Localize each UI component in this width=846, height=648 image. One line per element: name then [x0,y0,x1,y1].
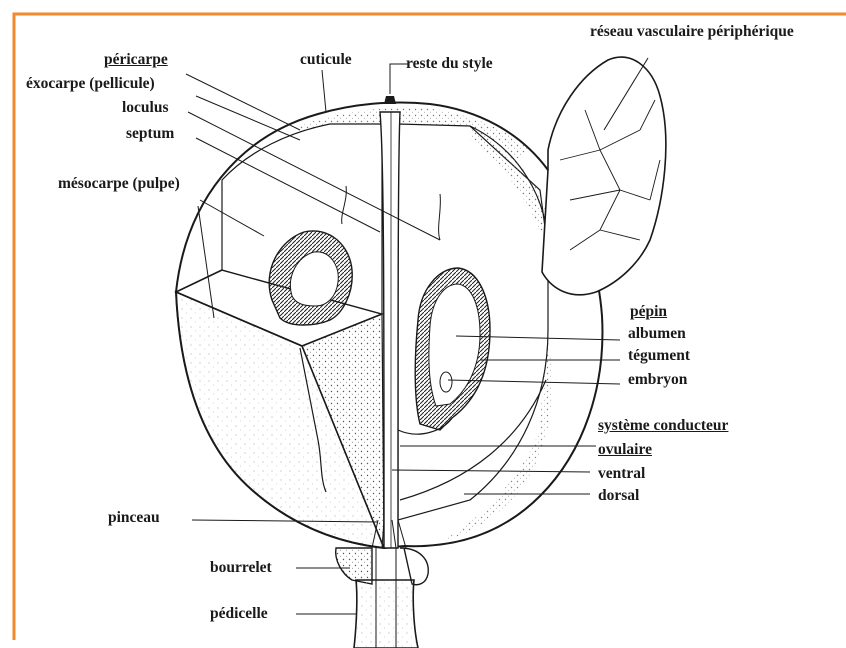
leader-pericarpe [186,74,300,130]
label-cuticule: cuticule [300,52,352,68]
label-reseau: réseau vasculaire périphérique [590,24,794,40]
leader-exocarpe [196,96,300,140]
label-tegument: tégument [628,348,690,364]
label-loculus: loculus [122,100,169,116]
leader-cuticule [322,70,326,112]
bourrelet-right [400,548,428,585]
label-pepin: pépin [630,304,667,320]
label-dorsal: dorsal [598,488,639,504]
label-systeme: système conducteur [598,418,728,434]
bourrelet [336,548,372,584]
label-mesocarpe: mésocarpe (pulpe) [58,176,180,192]
label-bourrelet: bourrelet [210,560,272,576]
peeled-skin [542,57,666,295]
label-septum: septum [126,126,174,142]
label-pedicelle: pédicelle [210,606,268,622]
label-pericarpe: péricarpe [104,52,168,68]
label-pinceau: pinceau [108,510,160,526]
label-ventral: ventral [598,466,645,482]
pedicel [354,580,418,648]
embryo [440,372,452,392]
label-embryon: embryon [628,372,687,388]
label-ovulaire: ovulaire [598,442,652,458]
style-remnant [384,96,396,104]
label-albumen: albumen [628,326,686,342]
label-reste-style: reste du style [406,56,493,72]
label-exocarpe: éxocarpe (pellicule) [26,76,155,92]
